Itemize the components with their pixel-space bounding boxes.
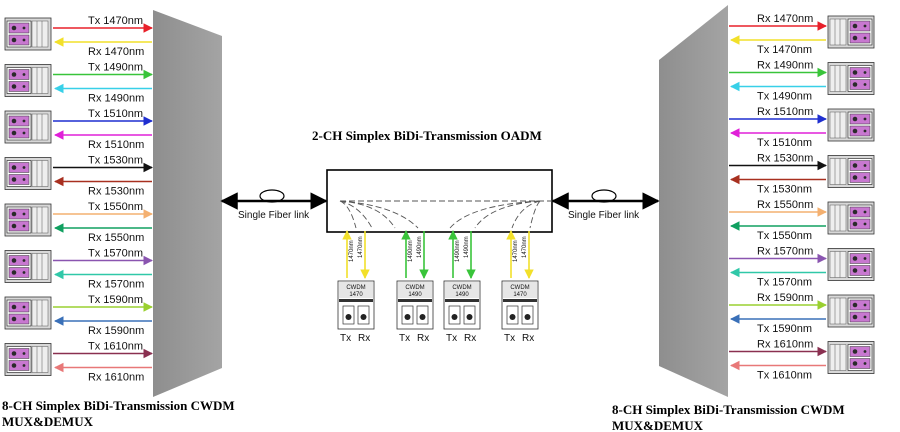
oadm-module-wl-1: 1470 — [349, 292, 363, 298]
oadm-label-b-4: 1470nm — [522, 236, 528, 258]
left-top-label-4: Tx 1530nm — [88, 155, 143, 167]
right-bottom-label-4: Tx 1530nm — [757, 184, 812, 196]
left-mux-title-line2: MUX&DEMUX — [2, 414, 94, 429]
left-bottom-label-3: Rx 1510nm — [88, 139, 144, 151]
oadm-title: 2-CH Simplex BiDi-Transmission OADM — [312, 128, 542, 143]
left-transceiver-6 — [4, 250, 52, 283]
right-channel-group: Rx 1470nm Tx 1470nm Rx 1490nm Tx 1490nm Rx 1… — [729, 13, 875, 382]
left-transceiver-2 — [4, 64, 52, 97]
left-fiber-link: Single Fiber link — [220, 189, 328, 221]
right-bottom-label-6: Tx 1570nm — [757, 277, 812, 289]
left-bottom-label-8: Rx 1610nm — [88, 372, 144, 384]
left-mux-panel — [153, 10, 222, 397]
oadm-tx-label-3: Tx — [446, 333, 457, 344]
right-bottom-label-7: Tx 1590nm — [757, 323, 812, 335]
oadm-label-a-3: 1490nm — [455, 240, 461, 262]
right-top-label-2: Rx 1490nm — [757, 60, 813, 72]
left-mux-title-line1: 8-CH Simplex BiDi-Transmission CWDM — [2, 398, 235, 413]
left-transceiver-8 — [4, 343, 52, 376]
right-top-label-3: Rx 1510nm — [757, 106, 813, 118]
left-bottom-label-5: Rx 1550nm — [88, 232, 144, 244]
right-top-label-1: Rx 1470nm — [757, 13, 813, 25]
oadm-label-b-1: 1470nm — [358, 236, 364, 258]
right-top-label-4: Rx 1530nm — [757, 153, 813, 165]
oadm-module-name-2: CWDM — [405, 285, 424, 291]
oadm-label-a-2: 1490nm — [408, 240, 414, 262]
oadm-rx-label-2: Rx — [417, 333, 429, 344]
right-transceiver-4 — [827, 155, 875, 188]
oadm-tx-label-1: Tx — [340, 333, 351, 344]
oadm-rx-label-3: Rx — [464, 333, 476, 344]
left-transceiver-1 — [4, 17, 52, 51]
oadm-module-wl-2: 1490 — [408, 292, 422, 298]
right-bottom-label-2: Tx 1490nm — [757, 91, 812, 103]
right-bottom-label-5: Tx 1550nm — [757, 230, 812, 242]
right-bottom-label-1: Tx 1470nm — [757, 44, 812, 56]
left-fiber-label: Single Fiber link — [238, 210, 310, 221]
right-bottom-label-3: Tx 1510nm — [757, 137, 812, 149]
oadm-tx-label-4: Tx — [504, 333, 515, 344]
right-mux-panel — [659, 5, 728, 397]
right-bottom-label-8: Tx 1610nm — [757, 370, 812, 382]
right-transceiver-8 — [827, 341, 875, 374]
oadm-label-b-2: 1490nm — [417, 236, 423, 258]
oadm-rx-label-4: Rx — [522, 333, 534, 344]
left-bottom-label-7: Rx 1590nm — [88, 325, 144, 337]
right-mux-title-line2: MUX&DEMUX — [612, 418, 704, 432]
oadm-module-name-4: CWDM — [510, 285, 529, 291]
right-top-label-7: Rx 1590nm — [757, 292, 813, 304]
oadm-module-name-1: CWDM — [346, 285, 365, 291]
right-transceiver-2 — [827, 62, 875, 95]
left-top-label-2: Tx 1490nm — [88, 62, 143, 74]
right-transceiver-1 — [827, 15, 875, 49]
left-bottom-label-1: Rx 1470nm — [88, 46, 144, 58]
left-top-label-7: Tx 1590nm — [88, 294, 143, 306]
oadm-label-b-3: 1490nm — [464, 236, 470, 258]
right-transceiver-5 — [827, 201, 875, 235]
right-top-label-5: Rx 1550nm — [757, 199, 813, 211]
right-transceiver-6 — [827, 248, 875, 281]
left-top-label-1: Tx 1470nm — [88, 15, 143, 27]
oadm-tx-label-2: Tx — [399, 333, 410, 344]
oadm-module-wl-3: 1490 — [455, 292, 469, 298]
right-top-label-8: Rx 1610nm — [757, 339, 813, 351]
left-bottom-label-4: Rx 1530nm — [88, 186, 144, 198]
left-transceiver-3 — [4, 110, 52, 144]
oadm-module-wl-4: 1470 — [513, 292, 527, 298]
right-transceiver-3 — [827, 108, 875, 142]
left-top-label-8: Tx 1610nm — [88, 341, 143, 353]
left-transceiver-4 — [4, 157, 52, 190]
left-transceiver-7 — [4, 296, 52, 330]
oadm-module-name-3: CWDM — [452, 285, 471, 291]
right-top-label-6: Rx 1570nm — [757, 246, 813, 258]
left-channel-group: Tx 1470nm Rx 1470nm Tx 1490nm Rx 1490nm Tx 1… — [4, 15, 153, 384]
left-top-label-3: Tx 1510nm — [88, 108, 143, 120]
left-transceiver-5 — [4, 203, 52, 237]
oadm-label-a-1: 1470nm — [349, 240, 355, 262]
oadm-label-a-4: 1470nm — [513, 240, 519, 262]
oadm-internal-paths — [339, 200, 552, 229]
left-top-label-5: Tx 1550nm — [88, 201, 143, 213]
right-fiber-label: Single Fiber link — [568, 210, 640, 221]
right-mux-title-line1: 8-CH Simplex BiDi-Transmission CWDM — [612, 402, 845, 417]
right-transceiver-7 — [827, 294, 875, 328]
oadm-rx-label-1: Rx — [358, 333, 370, 344]
left-top-label-6: Tx 1570nm — [88, 248, 143, 260]
right-fiber-link: Single Fiber link — [551, 189, 660, 221]
left-bottom-label-2: Rx 1490nm — [88, 93, 144, 105]
left-bottom-label-6: Rx 1570nm — [88, 279, 144, 291]
